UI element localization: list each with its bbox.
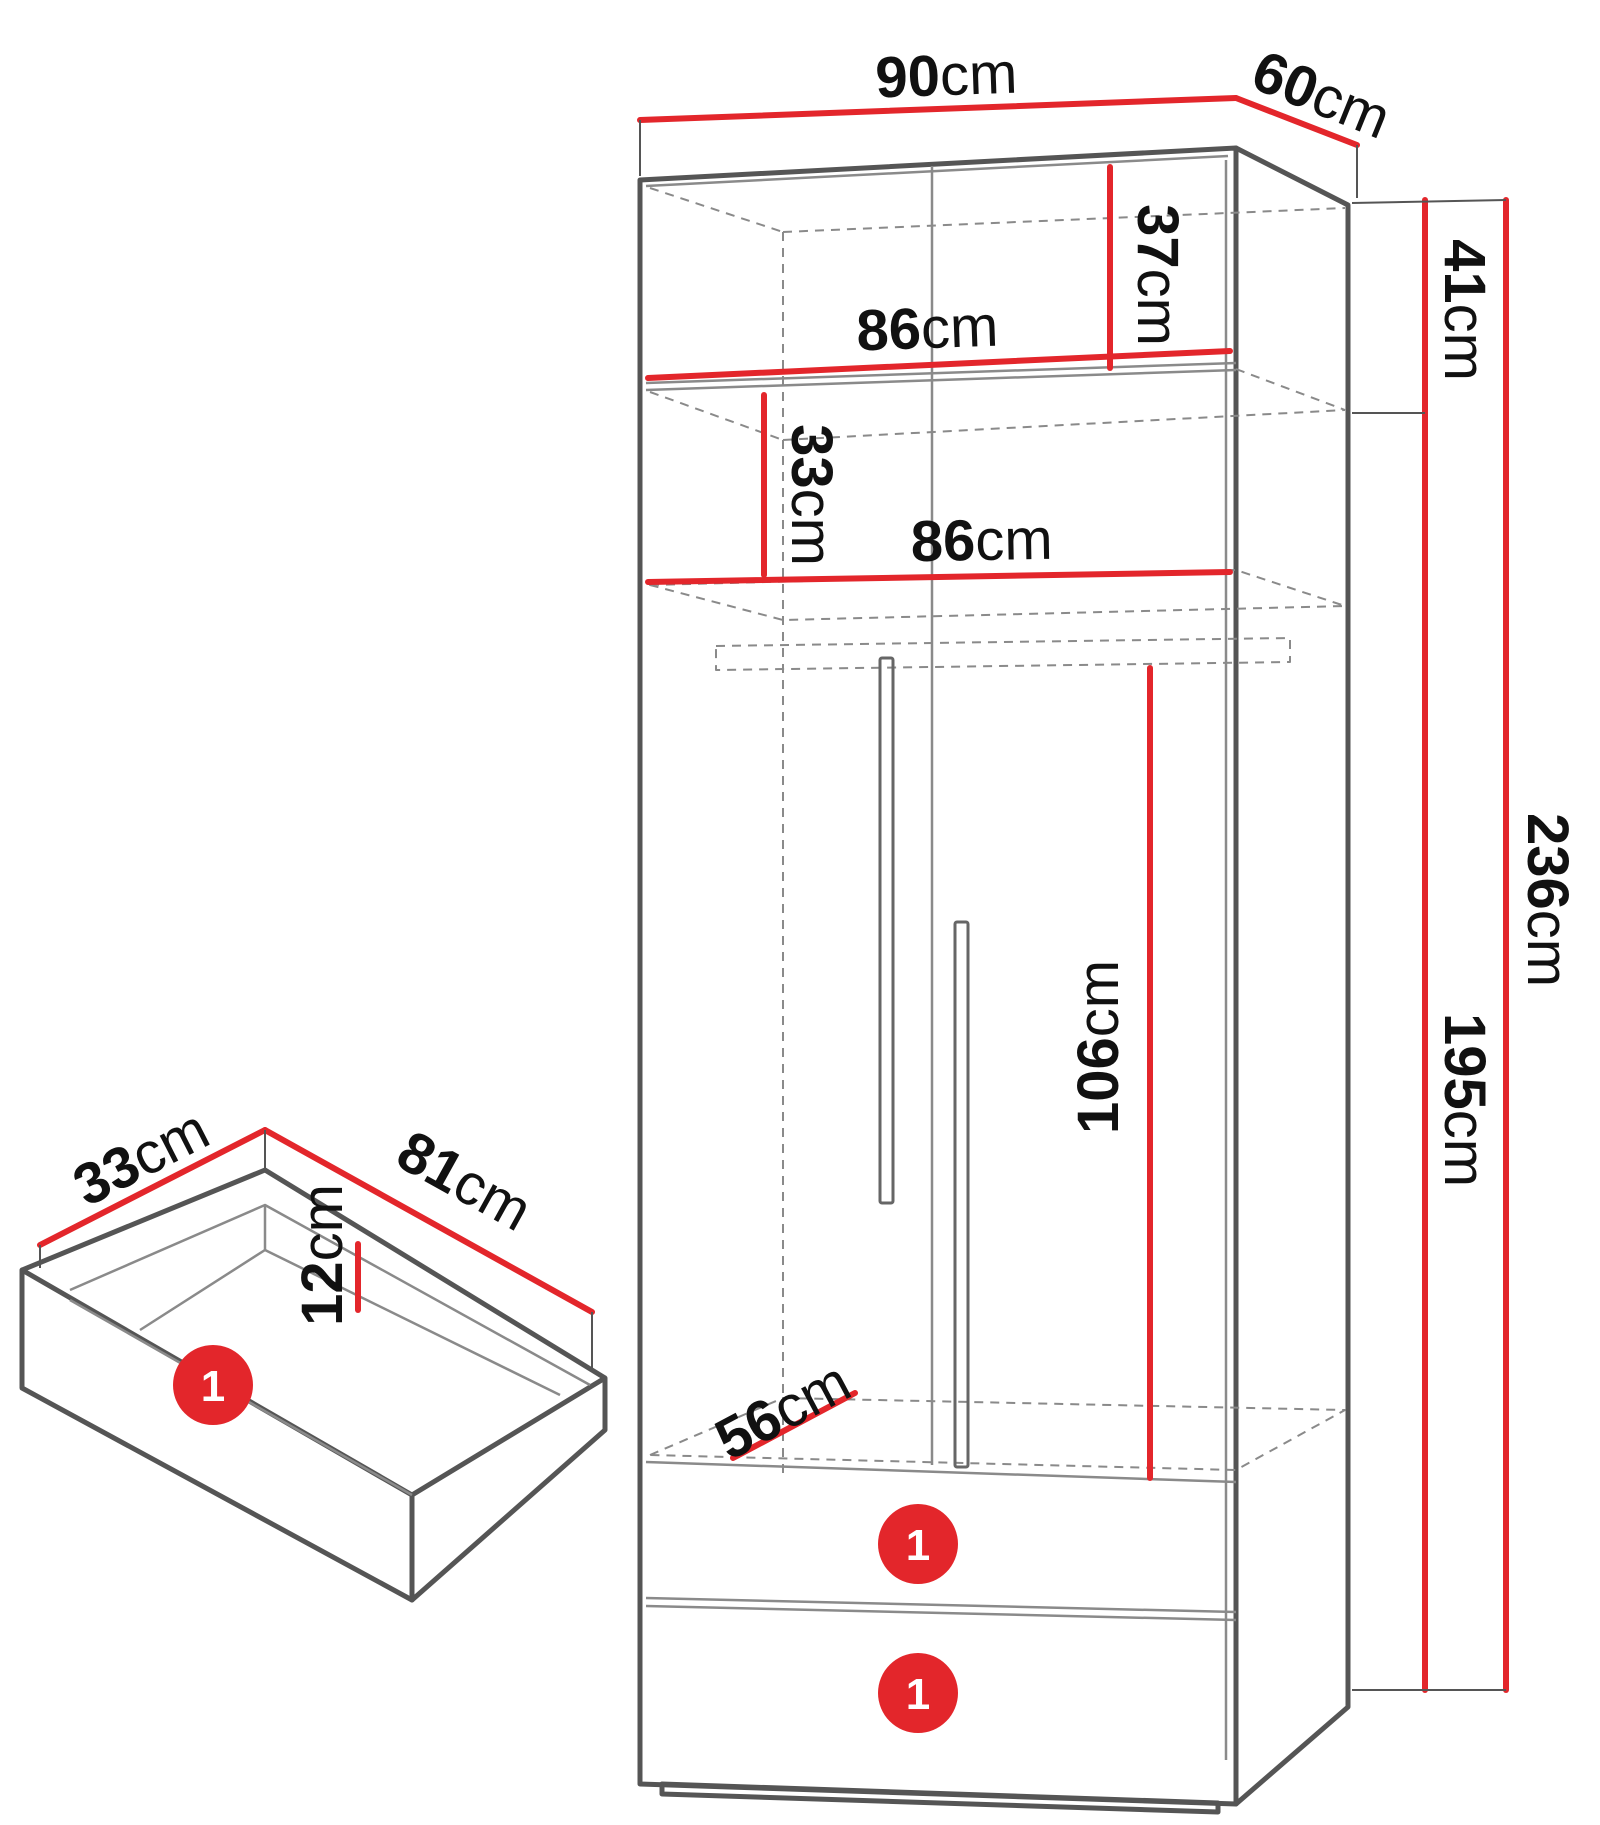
badge-number: 1 xyxy=(906,1521,930,1570)
top-section-height-label: 41cm xyxy=(1432,239,1497,381)
right-door-handle xyxy=(953,920,970,1469)
width-label: 90cm xyxy=(874,41,1018,111)
drawer-inner-floor xyxy=(139,1248,561,1397)
wardrobe-plinth xyxy=(659,1781,1221,1815)
door-handles xyxy=(878,656,970,1469)
wardrobe-side-panel xyxy=(1233,145,1351,1807)
hidden-shelf-back xyxy=(782,409,1346,441)
shelf-compartment-width-label: 86cm xyxy=(910,507,1053,574)
drawer-length-label: 81cm xyxy=(387,1118,543,1244)
top-ref-line xyxy=(1351,199,1507,204)
shelf-width-measure-line xyxy=(645,569,1233,585)
drawer-width-measure-line xyxy=(37,1127,268,1248)
drawer-badge: 1 xyxy=(173,1345,253,1425)
hanging-rail xyxy=(715,637,1291,671)
body-height-label: 195cm xyxy=(1432,1013,1497,1187)
drawer-split-line-2 xyxy=(645,1604,1237,1622)
top-compartment-divider xyxy=(645,361,1237,385)
drawer: 33cm 81cm 12cm 1 xyxy=(19,1096,608,1603)
depth-label: 60cm xyxy=(1243,38,1399,151)
wardrobe-dimension-labels: 90cm 60cm 37cm 86cm 33cm 86cm 106cm 56cm xyxy=(705,38,1580,1473)
wardrobe-drawer-badge-lower: 1 xyxy=(878,1653,958,1733)
drawer-split-line xyxy=(645,1596,1237,1614)
badge-number: 1 xyxy=(906,1670,930,1719)
drawer-height-label: 12cm xyxy=(290,1184,355,1326)
hidden-bottom-shelf xyxy=(649,1397,1346,1471)
shelf-line xyxy=(645,368,1237,392)
top-compartment-height-label: 37cm xyxy=(1125,204,1190,346)
hidden-back-top xyxy=(782,207,1346,233)
depth-measure-line xyxy=(1233,95,1360,148)
inner-depth-measure-line xyxy=(730,1390,858,1461)
left-door-handle xyxy=(878,656,895,1205)
drawer-top-line xyxy=(645,1460,1237,1484)
hidden-side-top xyxy=(1235,368,1346,411)
drawer-extension-lines xyxy=(39,1130,593,1370)
wardrobe-drawer-badge-upper: 1 xyxy=(878,1504,958,1584)
wardrobe-outline xyxy=(637,145,1351,1815)
width-measure-line xyxy=(637,95,1239,123)
wardrobe-extension-lines xyxy=(639,120,1507,1691)
top-width-measure-line xyxy=(645,348,1233,381)
drawer-dimension-labels: 33cm 81cm 12cm xyxy=(63,1096,542,1325)
top-compartment-width-label: 86cm xyxy=(855,294,999,364)
wardrobe-measure-lines xyxy=(637,95,1509,1693)
drawer-measure-lines xyxy=(37,1127,595,1315)
drawer-side-face xyxy=(409,1375,608,1603)
hanging-height-label: 106cm xyxy=(1066,960,1131,1134)
shelf-compartment-height-label: 33cm xyxy=(779,424,844,566)
hidden-top-diagonal xyxy=(649,187,784,233)
top-edge-highlight xyxy=(645,154,1229,188)
drawer-length-measure-line xyxy=(262,1127,595,1315)
badge-number: 1 xyxy=(201,1362,225,1411)
total-height-label: 236cm xyxy=(1515,813,1580,987)
hidden-shelf-diagonal xyxy=(649,391,784,441)
wardrobe-hidden-lines xyxy=(649,187,1346,1480)
wardrobe-structure xyxy=(645,154,1237,1760)
wardrobe: 90cm 60cm 37cm 86cm 33cm 86cm 106cm 56cm xyxy=(637,38,1580,1815)
